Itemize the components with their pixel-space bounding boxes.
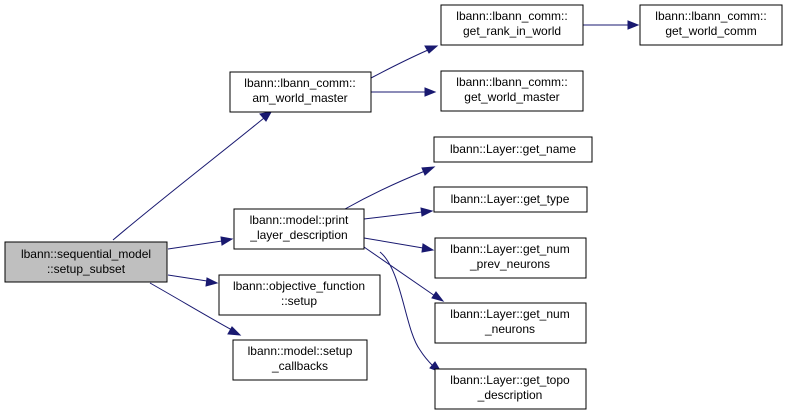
node-label-line: _neurons — [484, 322, 535, 336]
edge-print-layer-description-to-get-type — [363, 207, 434, 220]
node-label-line: lbann::Layer::get_num — [450, 307, 569, 321]
edge-am-world-master-to-get-rank-in-world — [370, 45, 439, 79]
node-label-line: am_world_master — [252, 91, 347, 105]
node-objective-function-setup[interactable]: lbann::objective_function ::setup — [218, 274, 381, 316]
node-label-line: lbann::Layer::get_name — [450, 142, 576, 156]
edge-setup-subset-to-setup-callbacks — [149, 282, 242, 336]
node-layer-get-num-neurons[interactable]: lbann::Layer::get_num _neurons — [434, 302, 587, 344]
node-label-line: lbann::model::setup — [248, 344, 353, 358]
node-label-line: lbann::Layer::get_topo — [450, 373, 570, 387]
edge-am-world-master-to-get-world-master — [371, 87, 437, 97]
edge-get-rank-in-world-to-get-world-comm — [583, 20, 640, 30]
node-label-line: _layer_description — [249, 228, 347, 242]
node-label-line: lbann::lbann_comm:: — [456, 75, 567, 89]
node-lbann-comm-am-world-master[interactable]: lbann::lbann_comm:: am_world_master — [229, 71, 372, 113]
node-layer-get-topo-description[interactable]: lbann::Layer::get_topo _description — [434, 368, 587, 410]
node-label-line: ::setup_subset — [47, 262, 126, 276]
node-sequential-model-setup-subset[interactable]: lbann::sequential_model ::setup_subset — [4, 241, 168, 283]
node-label-line: lbann::sequential_model — [21, 247, 151, 261]
node-label-line: get_world_comm — [665, 24, 756, 38]
node-layer-get-num-prev-neurons[interactable]: lbann::Layer::get_num _prev_neurons — [434, 237, 587, 279]
node-label-line: lbann::objective_function — [233, 279, 365, 293]
node-label-line: get_rank_in_world — [463, 24, 561, 38]
node-lbann-comm-get-world-master[interactable]: lbann::lbann_comm:: get_world_master — [440, 70, 584, 112]
node-label-line: lbann::model::print — [250, 213, 349, 227]
edge-print-layer-description-to-get-num-neurons — [363, 246, 445, 302]
node-label-line: _prev_neurons — [469, 257, 550, 271]
edge-setup-subset-to-am-world-master — [112, 111, 272, 241]
node-label-line: _callbacks — [271, 359, 328, 373]
node-label-line: get_world_master — [464, 90, 559, 104]
edge-print-layer-description-to-get-name — [344, 166, 436, 210]
node-label-line: lbann::Layer::get_type — [451, 192, 570, 206]
node-label-line: lbann::lbann_comm:: — [655, 9, 766, 23]
node-lbann-comm-get-world-comm[interactable]: lbann::lbann_comm:: get_world_comm — [639, 4, 783, 46]
edge-setup-subset-to-objective-function-setup — [167, 274, 219, 287]
node-label-line: _description — [477, 388, 543, 402]
node-model-setup-callbacks[interactable]: lbann::model::setup _callbacks — [232, 339, 368, 381]
node-lbann-comm-get-rank-in-world[interactable]: lbann::lbann_comm:: get_rank_in_world — [440, 4, 584, 46]
node-model-print-layer-description[interactable]: lbann::model::print _layer_description — [233, 208, 365, 250]
node-label-line: lbann::Layer::get_num — [450, 242, 569, 256]
node-layer-get-name[interactable]: lbann::Layer::get_name — [433, 136, 593, 163]
node-label-line: lbann::lbann_comm:: — [456, 9, 567, 23]
node-label-line: lbann::lbann_comm:: — [244, 76, 355, 90]
node-label-line: ::setup — [281, 294, 317, 308]
edge-print-layer-description-to-get-topo-description — [379, 251, 443, 373]
edge-print-layer-description-to-get-num-prev-neurons — [363, 237, 435, 253]
node-layer-get-type[interactable]: lbann::Layer::get_type — [433, 186, 588, 213]
edge-setup-subset-to-print-layer-description — [167, 236, 234, 250]
